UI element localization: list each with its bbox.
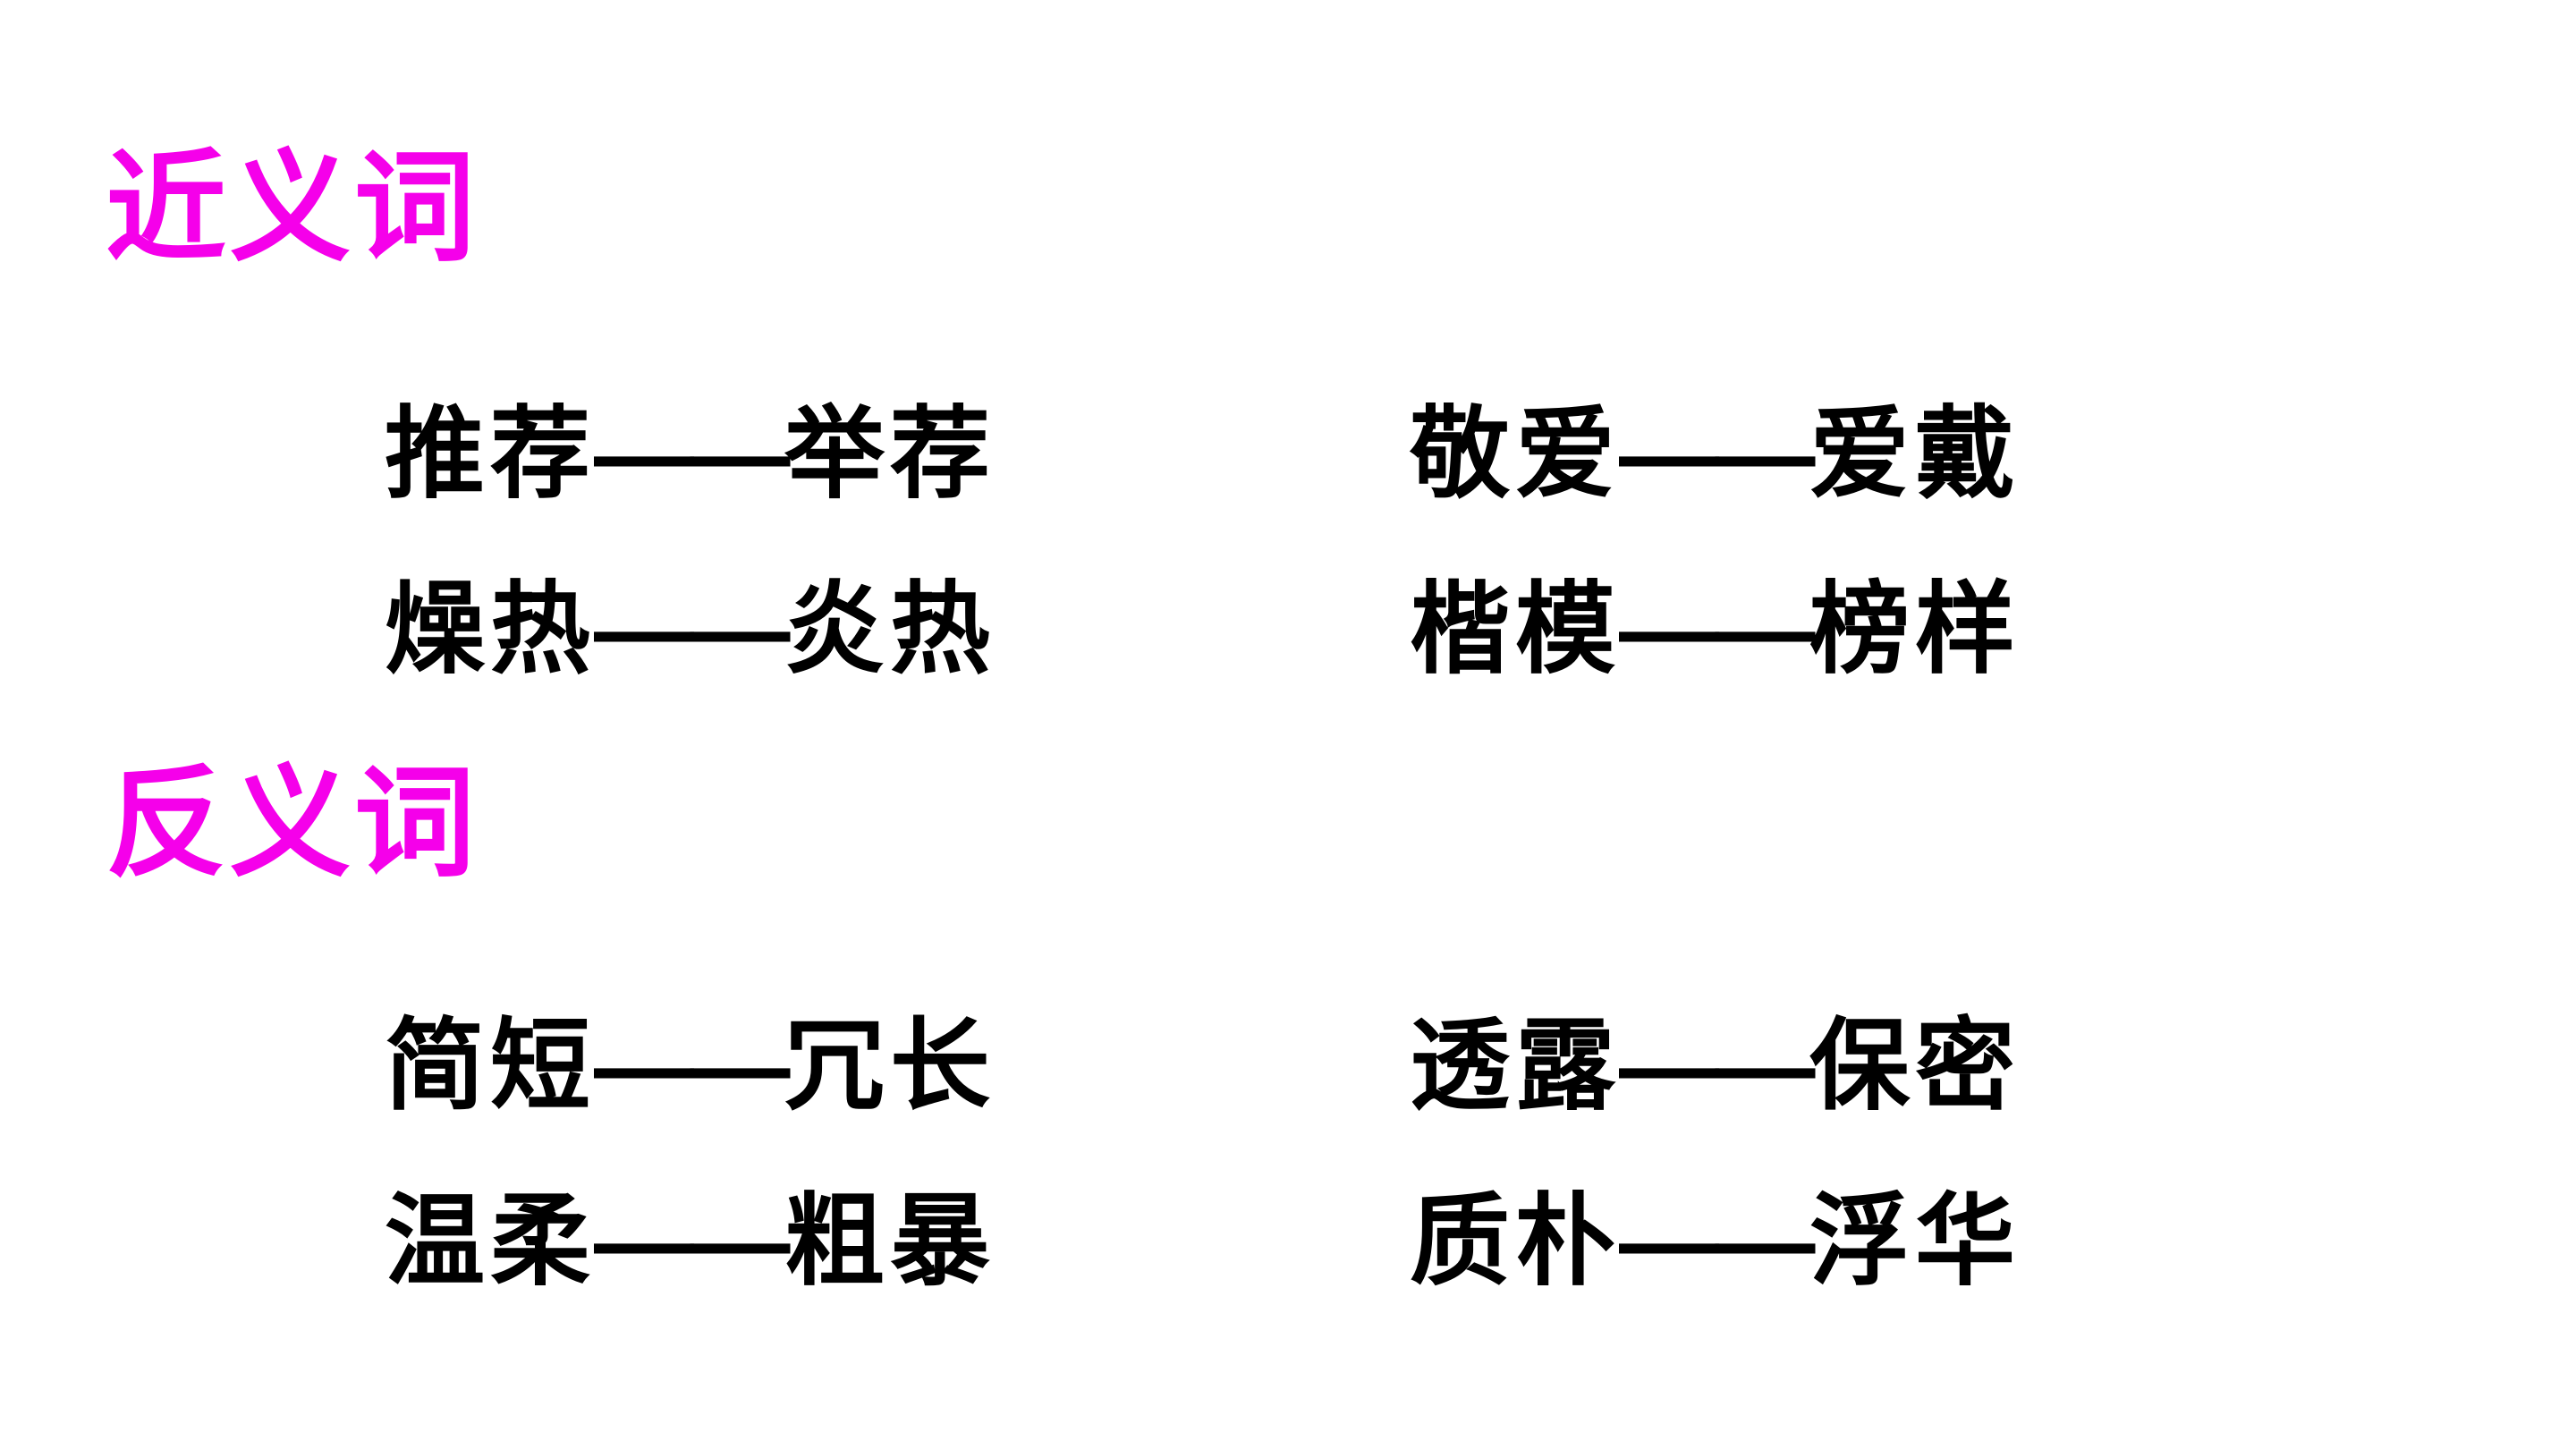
word-pair: 温柔——粗暴 — [385, 1191, 1410, 1292]
pair-left-word: 透露 — [1410, 1010, 1621, 1122]
pair-right-word: 爱戴 — [1809, 398, 2021, 510]
pair-left-word: 楷模 — [1410, 573, 1621, 685]
word-pair: 质朴——浮华 — [1410, 1191, 2576, 1292]
pair-dash: —— — [594, 573, 791, 685]
antonyms-section: 反义词 简短——冗长 透露——保密 温柔——粗暴 质朴——浮华 — [0, 763, 2576, 1292]
pair-left-word: 推荐 — [385, 398, 596, 510]
word-pair: 推荐——举荐 — [385, 404, 1410, 504]
synonyms-heading: 近义词 — [106, 140, 479, 275]
pair-left-word: 质朴 — [1410, 1185, 1621, 1297]
synonyms-section: 近义词 推荐——举荐 敬爱——爱戴 燥热——炎热 楷模——榜样 — [0, 148, 2576, 680]
pair-right-word: 炎热 — [784, 573, 996, 685]
pair-right-word: 冗长 — [784, 1010, 996, 1122]
pair-right-word: 粗暴 — [784, 1185, 996, 1297]
pair-dash: —— — [1619, 1185, 1816, 1297]
pair-right-word: 浮华 — [1809, 1185, 2021, 1297]
pair-left-word: 燥热 — [385, 573, 596, 685]
pair-right-word: 保密 — [1809, 1010, 2021, 1122]
word-pair: 楷模——榜样 — [1410, 580, 2576, 680]
antonyms-heading: 反义词 — [106, 756, 479, 891]
pair-left-word: 简短 — [385, 1010, 596, 1122]
synonyms-pairs-grid: 推荐——举荐 敬爱——爱戴 燥热——炎热 楷模——榜样 — [385, 404, 2576, 680]
word-pair: 简短——冗长 — [385, 1016, 1410, 1116]
pair-dash: —— — [594, 1185, 791, 1297]
word-pair: 透露——保密 — [1410, 1016, 2576, 1116]
pair-dash: —— — [594, 1010, 791, 1122]
pair-dash: —— — [1619, 1010, 1816, 1122]
pair-dash: —— — [1619, 573, 1816, 685]
pair-left-word: 温柔 — [385, 1185, 596, 1297]
pair-dash: —— — [1619, 398, 1816, 510]
antonyms-pairs-grid: 简短——冗长 透露——保密 温柔——粗暴 质朴——浮华 — [385, 1016, 2576, 1292]
pair-dash: —— — [594, 398, 791, 510]
pair-right-word: 榜样 — [1809, 573, 2021, 685]
pair-left-word: 敬爱 — [1410, 398, 1621, 510]
word-pair: 敬爱——爱戴 — [1410, 404, 2576, 504]
word-pair: 燥热——炎热 — [385, 580, 1410, 680]
pair-right-word: 举荐 — [784, 398, 996, 510]
